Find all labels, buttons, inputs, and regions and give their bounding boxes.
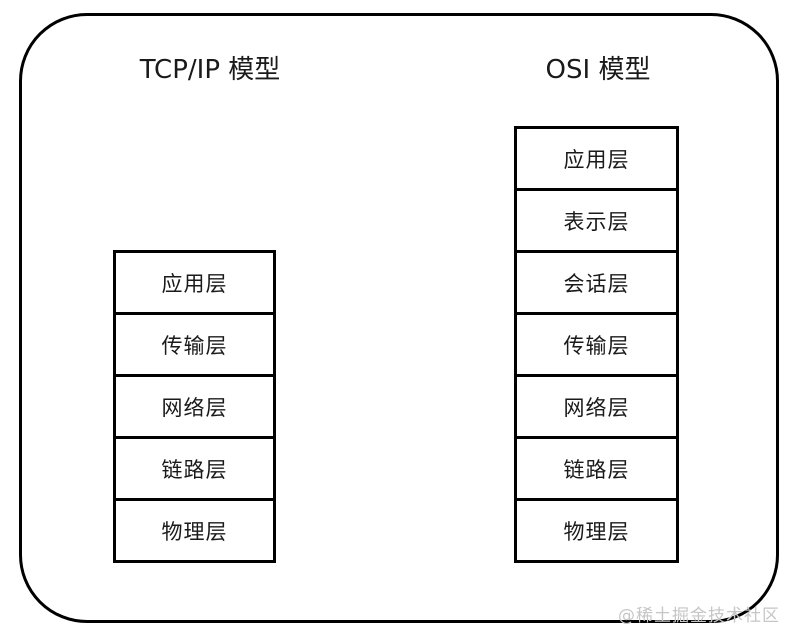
tcpip-layer-box: 传输层 <box>113 312 276 377</box>
osi-layer-box: 表示层 <box>514 188 679 253</box>
outer-rounded-frame <box>19 13 779 623</box>
osi-layer-box: 网络层 <box>514 374 679 439</box>
watermark-text: @稀土掘金技术社区 <box>618 606 780 626</box>
osi-layer-box: 物理层 <box>514 498 679 563</box>
osi-layer-box: 应用层 <box>514 126 679 191</box>
osi-model-title: OSI 模型 <box>545 55 651 85</box>
tcpip-layer-box: 网络层 <box>113 374 276 439</box>
osi-layer-stack: 应用层表示层会话层传输层网络层链路层物理层 <box>514 126 679 563</box>
tcpip-layer-box: 物理层 <box>113 498 276 563</box>
osi-layer-box: 传输层 <box>514 312 679 377</box>
tcpip-layer-box: 链路层 <box>113 436 276 501</box>
tcpip-layer-box: 应用层 <box>113 250 276 315</box>
tcpip-layer-stack: 应用层传输层网络层链路层物理层 <box>113 250 276 563</box>
osi-layer-box: 链路层 <box>514 436 679 501</box>
tcpip-model-title: TCP/IP 模型 <box>139 55 281 85</box>
osi-layer-box: 会话层 <box>514 250 679 315</box>
